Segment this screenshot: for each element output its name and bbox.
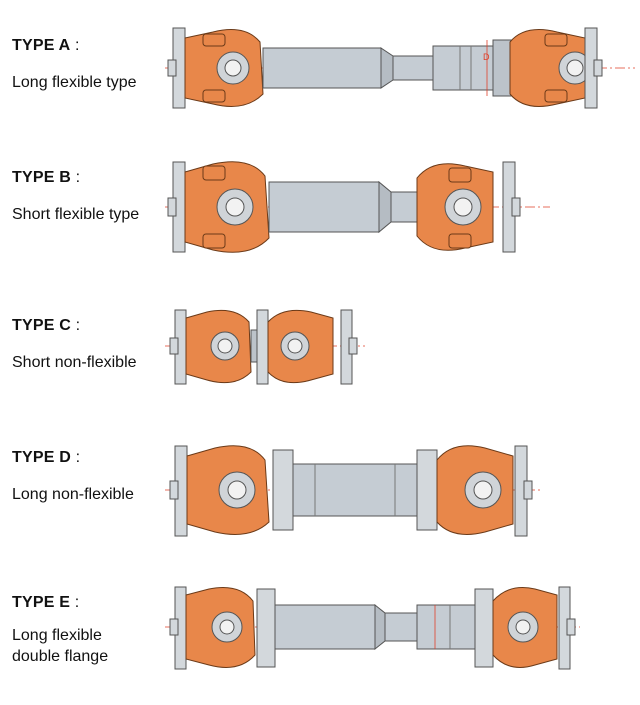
type-b-title: TYPE B bbox=[12, 169, 71, 186]
type-e-description: Long flexible double flange bbox=[12, 627, 109, 665]
type-e-row: TYPE E : Long flexible double flange bbox=[0, 575, 640, 690]
type-b-label: TYPE B : Short flexible type bbox=[12, 169, 140, 223]
type-c-label: TYPE C : Short non-flexible bbox=[12, 317, 137, 371]
dimension-d-label: D bbox=[483, 52, 490, 62]
type-d-shaft-diagram bbox=[165, 445, 540, 537]
type-b-description: Short flexible type bbox=[12, 206, 140, 223]
type-d-title: TYPE D bbox=[12, 449, 71, 466]
type-d-description: Long non-flexible bbox=[12, 486, 134, 503]
type-c-row: TYPE C : Short non-flexible bbox=[0, 300, 640, 395]
type-a-label: TYPE A : Long flexible type bbox=[12, 37, 137, 91]
type-c-shaft-diagram bbox=[165, 309, 365, 385]
type-e-shaft-diagram bbox=[165, 586, 580, 670]
type-a-shaft-diagram: D bbox=[165, 27, 635, 109]
type-a-title: TYPE A bbox=[12, 37, 71, 54]
type-c-title: TYPE C bbox=[12, 317, 71, 334]
type-c-description: Short non-flexible bbox=[12, 354, 137, 371]
type-d-label: TYPE D : Long non-flexible bbox=[12, 449, 134, 503]
type-b-shaft-diagram bbox=[165, 161, 550, 253]
type-b-row: TYPE B : Short flexible type bbox=[0, 150, 640, 270]
type-e-title: TYPE E bbox=[12, 594, 71, 611]
type-a-row: TYPE A : Long flexible type D bbox=[0, 20, 640, 130]
type-d-row: TYPE D : Long non-flexible bbox=[0, 430, 640, 545]
type-e-label: TYPE E : Long flexible double flange bbox=[12, 594, 109, 665]
type-a-description: Long flexible type bbox=[12, 74, 137, 91]
